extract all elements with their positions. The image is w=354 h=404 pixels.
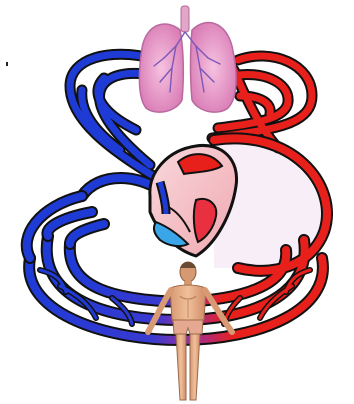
lungs [139, 6, 236, 112]
margin-dot [6, 62, 8, 66]
human-figure [148, 262, 232, 400]
left-lung [139, 24, 183, 112]
right-lung [191, 23, 237, 113]
